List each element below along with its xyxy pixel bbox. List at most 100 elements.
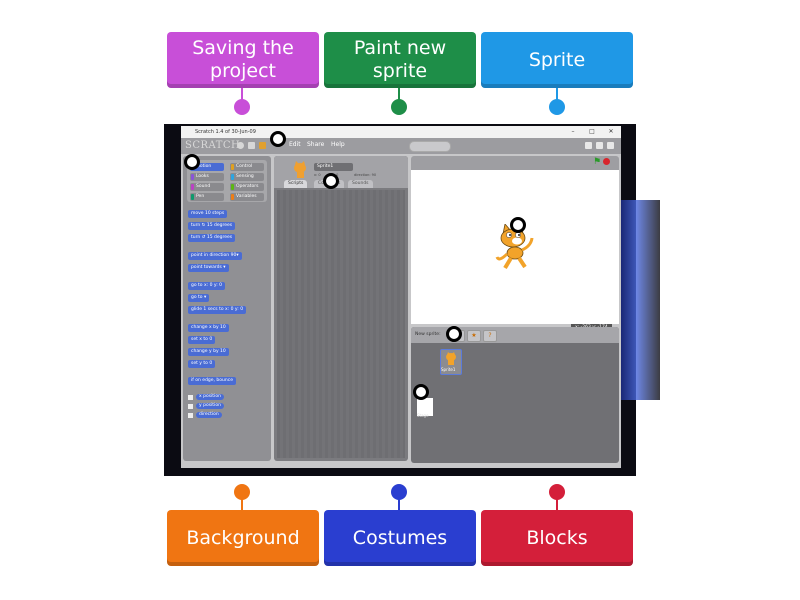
- stage[interactable]: [411, 170, 619, 324]
- save-icon[interactable]: [248, 142, 255, 149]
- close-button[interactable]: ✕: [608, 128, 614, 135]
- sprite-thumbnail[interactable]: [440, 349, 462, 375]
- category-looks[interactable]: Looks: [190, 173, 224, 181]
- reporter-checkbox[interactable]: [188, 404, 193, 409]
- pin-line: [241, 496, 243, 510]
- hotspot-marker[interactable]: [270, 131, 286, 147]
- label-costumes: Costumes: [324, 510, 476, 566]
- block-change-x[interactable]: change x by 10: [188, 324, 229, 332]
- hotspot-marker[interactable]: [323, 173, 339, 189]
- random-sprite-icon[interactable]: ?: [483, 330, 497, 342]
- label-costumes-text: Costumes: [352, 526, 448, 549]
- category-sensing[interactable]: Sensing: [230, 173, 264, 181]
- block-move-steps[interactable]: move 10 steps: [188, 210, 228, 218]
- category-color-swatch: [191, 184, 194, 190]
- hotspot-marker[interactable]: [510, 217, 526, 233]
- green-flag-icon[interactable]: ⚑: [593, 157, 602, 167]
- category-label: Variables: [236, 194, 257, 199]
- label-background-text: Background: [186, 526, 300, 549]
- choose-sprite-icon[interactable]: ★: [467, 330, 481, 342]
- label-paint-new-sprite-text: Paint new sprite: [353, 37, 447, 82]
- minimize-button[interactable]: –: [571, 128, 575, 135]
- script-area[interactable]: [277, 190, 405, 458]
- scratch-logo: SCRATCH: [185, 140, 241, 151]
- sprite-name-field[interactable]: Sprite1: [314, 163, 353, 171]
- category-label: Operators: [236, 184, 259, 189]
- small-stage-icon[interactable]: [585, 142, 592, 149]
- new-sprite-label: New sprite:: [415, 332, 441, 337]
- category-color-swatch: [231, 164, 234, 170]
- tab-scripts[interactable]: Scripts: [284, 180, 308, 188]
- sprite-x-label: x: 0: [314, 173, 321, 177]
- pin-line: [398, 496, 400, 510]
- block-bounce[interactable]: if on edge, bounce: [188, 377, 236, 385]
- category-label: Sensing: [236, 174, 254, 179]
- pin-dot: [391, 99, 407, 115]
- category-label: Pen: [196, 194, 205, 199]
- share-icon[interactable]: [259, 142, 266, 149]
- stage-thumbnail-label: Stage: [417, 413, 429, 418]
- blocks-palette: Motion Control Looks Sensing Sound Opera…: [183, 156, 271, 461]
- reporter-checkbox[interactable]: [188, 395, 193, 400]
- window-title: Scratch 1.4 of 30-Jun-09: [195, 129, 256, 135]
- category-sound[interactable]: Sound: [190, 183, 224, 191]
- hotspot-marker[interactable]: [184, 154, 200, 170]
- sprite-direction-label: direction: 90: [354, 173, 377, 177]
- desktop-glow: [620, 200, 660, 400]
- label-blocks-text: Blocks: [526, 526, 588, 549]
- category-operators[interactable]: Operators: [230, 183, 264, 191]
- reporter-x-position[interactable]: x position: [196, 394, 224, 400]
- title-bar: Scratch 1.4 of 30-Jun-09 – □ ✕: [181, 126, 621, 138]
- cat-thumbnail-icon: [446, 352, 456, 365]
- block-change-y[interactable]: change y by 10: [188, 348, 229, 356]
- normal-stage-icon[interactable]: [596, 142, 603, 149]
- block-point-direction[interactable]: point in direction 90▾: [188, 252, 242, 260]
- stage-thumbnail[interactable]: [417, 398, 433, 416]
- pin-dot: [234, 484, 250, 500]
- stage-tools[interactable]: [409, 141, 451, 152]
- category-color-swatch: [231, 184, 234, 190]
- block-turn-right[interactable]: turn ↻ 15 degrees: [188, 222, 236, 230]
- new-sprite-bar: New sprite: ✎ ★ ?: [411, 327, 619, 343]
- category-pen[interactable]: Pen: [190, 193, 224, 201]
- block-go-to-xy[interactable]: go to x: 0 y: 0: [188, 282, 226, 290]
- hotspot-marker[interactable]: [446, 326, 462, 342]
- hotspot-marker[interactable]: [413, 384, 429, 400]
- menu-help[interactable]: Help: [331, 141, 345, 148]
- tab-sounds[interactable]: Sounds: [348, 180, 373, 188]
- category-color-swatch: [231, 174, 234, 180]
- category-label: Control: [236, 164, 253, 169]
- menu-bar: SCRATCH Edit Share Help: [181, 138, 621, 154]
- category-variables[interactable]: Variables: [230, 193, 264, 201]
- reporter-checkbox[interactable]: [188, 413, 193, 418]
- reporter-direction[interactable]: direction: [196, 412, 222, 418]
- block-set-y[interactable]: set y to 0: [188, 360, 216, 368]
- label-saving-project: Saving the project: [167, 32, 319, 88]
- category-control[interactable]: Control: [230, 163, 264, 171]
- label-paint-new-sprite: Paint new sprite: [324, 32, 476, 88]
- block-glide[interactable]: glide 1 secs to x: 0 y: 0: [188, 306, 247, 314]
- pin-dot: [391, 484, 407, 500]
- block-turn-left[interactable]: turn ↺ 15 degrees: [188, 234, 236, 242]
- category-color-swatch: [231, 194, 234, 200]
- category-label: Sound: [196, 184, 211, 189]
- reporter-y-position[interactable]: y position: [196, 403, 224, 409]
- label-background: Background: [167, 510, 319, 566]
- pin-line: [398, 88, 400, 102]
- label-saving-project-text: Saving the project: [192, 37, 294, 82]
- stop-icon[interactable]: [603, 158, 610, 165]
- block-point-towards[interactable]: point towards ▾: [188, 264, 229, 272]
- block-go-to[interactable]: go to ▾: [188, 294, 210, 302]
- pin-dot: [549, 484, 565, 500]
- label-sprite: Sprite: [481, 32, 633, 88]
- menu-share[interactable]: Share: [307, 141, 325, 148]
- block-set-x[interactable]: set x to 0: [188, 336, 216, 344]
- category-color-swatch: [191, 174, 194, 180]
- globe-icon[interactable]: [237, 142, 244, 149]
- maximize-button[interactable]: □: [589, 128, 595, 135]
- menu-edit[interactable]: Edit: [289, 141, 301, 148]
- pin-dot: [234, 99, 250, 115]
- category-label: Motion: [196, 164, 212, 169]
- pin-dot: [549, 99, 565, 115]
- presentation-icon[interactable]: [607, 142, 614, 149]
